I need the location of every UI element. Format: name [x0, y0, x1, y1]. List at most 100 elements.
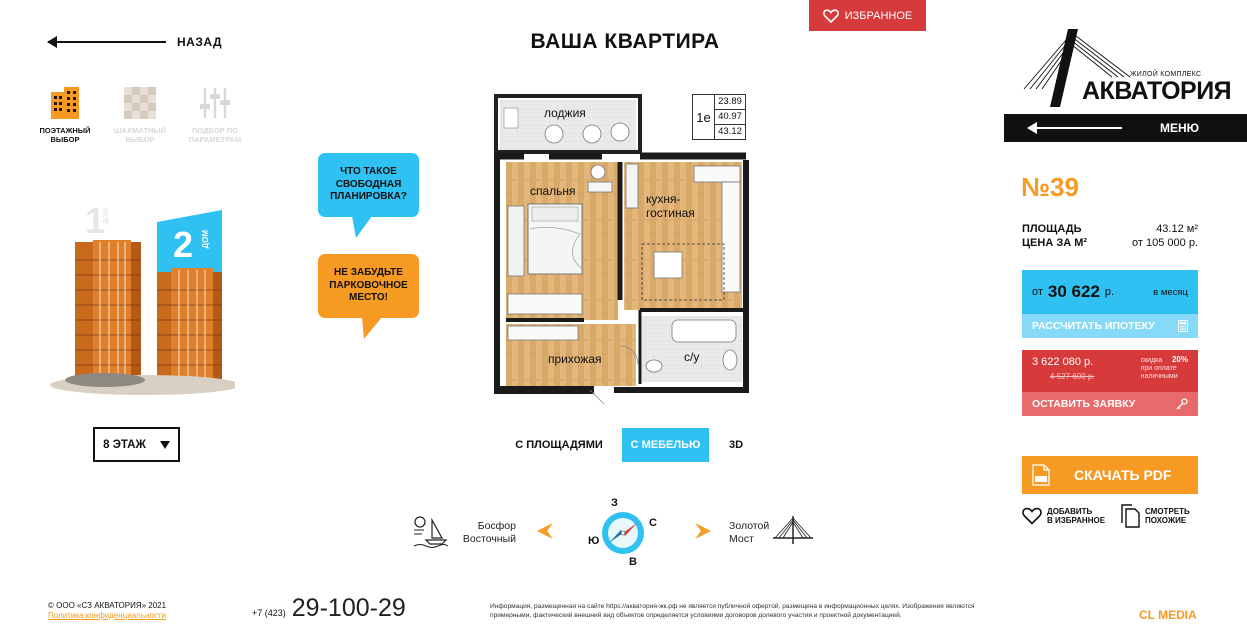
bubble-text: НЕ ЗАБУДЬТЕ ПАРКОВОЧНОЕ МЕСТО!	[329, 267, 408, 304]
request-label: ОСТАВИТЬ ЗАЯВКУ	[1032, 398, 1136, 410]
floor-plan: 1е 23.89 40.97 43.12 лоджия спальня кухн…	[492, 94, 750, 406]
house-2-word: ДОМ	[201, 230, 210, 249]
floor-select-value: 8 ЭТАЖ	[103, 438, 146, 451]
room-label-kitchen-line2: гостиная	[646, 206, 695, 220]
tab-3d[interactable]: 3D	[728, 439, 744, 451]
agency-credit[interactable]: CL MEDIA	[1139, 608, 1197, 622]
building-illustration	[50, 210, 240, 395]
mode-chess-select[interactable]: ШАХМАТНЫЙ ВЫБОР	[105, 86, 175, 144]
logo-name: АКВАТОРИЯ	[1082, 77, 1232, 105]
add-to-favorites-action[interactable]: ДОБАВИТЬ В ИЗБРАННОЕ	[1022, 507, 1105, 525]
footer-phone[interactable]: +7 (423) 29-100-29	[252, 594, 406, 623]
arrow-right-orange-icon[interactable]	[694, 522, 712, 540]
add-fav-line2: В ИЗБРАННОЕ	[1047, 516, 1106, 525]
view-right-line1: Золотой	[729, 520, 770, 532]
compass-south: Ю	[588, 535, 600, 547]
tab-with-furniture[interactable]: С МЕБЕЛЬЮ	[622, 428, 709, 462]
bubble-text: ЧТО ТАКОЕ СВОБОДНАЯ ПЛАНИРОВКА?	[330, 166, 407, 203]
logo-subtitle: ЖИЛОЙ КОМПЛЕКС	[1130, 71, 1202, 78]
pdf-label: СКАЧАТЬ PDF	[1074, 467, 1172, 483]
parking-bubble[interactable]: НЕ ЗАБУДЬТЕ ПАРКОВОЧНОЕ МЕСТО!	[318, 254, 419, 318]
discount-note-line1: при оплате	[1140, 365, 1177, 372]
mode-label: ШАХМАТНЫЙ ВЫБОР	[114, 126, 166, 144]
apartment-number: №39	[1021, 172, 1079, 202]
back-link[interactable]: НАЗАД	[47, 33, 223, 51]
price-per-row: ЦЕНА ЗА М² от 105 000 р.	[1022, 237, 1198, 249]
privacy-policy-link[interactable]: Политика конфиденциальности	[48, 611, 167, 620]
view-left-line1: Босфор	[477, 520, 516, 532]
floor-plan-drawing	[492, 94, 749, 405]
mode-label: ПОЭТАЖНЫЙ ВЫБОР	[39, 126, 91, 144]
pdf-file-icon	[1032, 464, 1050, 486]
logo[interactable]: ЖИЛОЙ КОМПЛЕКС АКВАТОРИЯ	[1020, 27, 1232, 112]
compass-icon	[602, 512, 644, 554]
view-left-line2: Восточный	[462, 533, 516, 545]
room-label-loggia: лоджия	[544, 106, 586, 120]
favorites-label: ИЗБРАННОЕ	[844, 9, 913, 22]
price-box: 3 622 080 р. 4 527 600 р. скидка 20% при…	[1022, 350, 1198, 392]
compass-east: В	[629, 556, 637, 568]
view-similar-action[interactable]: СМОТРЕТЬ ПОХОЖИЕ	[1120, 504, 1190, 528]
footer-copyright: © ООО «СЗ АКВАТОРИЯ» 2021 Политика конфи…	[48, 601, 166, 621]
copyright-text: © ООО «СЗ АКВАТОРИЯ» 2021	[48, 601, 167, 610]
bubble-tail	[352, 216, 372, 238]
calculator-icon	[1178, 320, 1188, 332]
view-right-line2: Мост	[729, 533, 754, 545]
area-value: 43.12 м²	[1156, 223, 1198, 235]
similar-line2: ПОХОЖИЕ	[1145, 516, 1187, 525]
copy-documents-icon	[1121, 504, 1140, 528]
sliders-icon	[200, 88, 230, 118]
heart-icon	[822, 8, 839, 23]
room-label-bedroom: спальня	[530, 184, 576, 198]
monthly-payment-box: от 30 622 р. в месяц	[1022, 270, 1198, 314]
house-2-number: 2	[173, 224, 194, 265]
download-pdf-button[interactable]: СКАЧАТЬ PDF	[1022, 456, 1198, 494]
room-label-bathroom: с/у	[684, 350, 700, 364]
tab-with-areas[interactable]: С ПЛОЩАДЯМИ	[515, 439, 603, 451]
favorites-button[interactable]: ИЗБРАННОЕ	[809, 0, 926, 31]
sea-view-icon	[413, 516, 448, 548]
arrow-left-icon	[47, 36, 166, 48]
floor-select[interactable]: 8 ЭТАЖ	[93, 427, 180, 462]
discount-note-line2: наличными	[1140, 373, 1178, 380]
footer-disclaimer: Информация, размещенная на сайте https:/…	[490, 603, 975, 619]
plan-area-full: 43.12	[718, 126, 742, 137]
plan-area-total: 40.97	[715, 110, 745, 125]
room-label-kitchen-line1: кухня-	[646, 192, 681, 206]
arrow-left-icon	[1027, 122, 1122, 134]
room-label-kitchen: кухня- гостиная	[646, 192, 695, 220]
leave-request-button[interactable]: ОСТАВИТЬ ЗАЯВКУ	[1022, 392, 1198, 416]
bridge-icon	[773, 516, 813, 544]
mode-floor-select[interactable]: ПОЭТАЖНЫЙ ВЫБОР	[30, 86, 100, 144]
plan-area-living: 23.89	[715, 95, 745, 110]
building-selector[interactable]: 1 ДОМ 2 ДОМ	[45, 200, 240, 400]
discount-value: 20%	[1171, 355, 1188, 364]
mode-params-select[interactable]: ПОДБОР ПО ПАРАМЕТРАМ	[180, 86, 250, 144]
monthly-currency: р.	[1104, 286, 1115, 298]
mode-label: ПОДБОР ПО ПАРАМЕТРАМ	[188, 126, 242, 144]
add-fav-line1: ДОБАВИТЬ	[1047, 507, 1093, 516]
mortgage-label: РАССЧИТАТЬ ИПОТЕКУ	[1032, 320, 1155, 332]
chessboard-icon	[124, 87, 156, 119]
free-layout-bubble[interactable]: ЧТО ТАКОЕ СВОБОДНАЯ ПЛАНИРОВКА?	[318, 153, 419, 217]
monthly-prefix: от	[1032, 286, 1043, 298]
arrow-left-orange-icon[interactable]	[536, 522, 554, 540]
view-left-text: Босфор Восточный	[460, 520, 516, 546]
old-price-value: 4 527 600 р.	[1050, 372, 1095, 381]
key-icon	[1176, 398, 1188, 410]
calculate-mortgage-button[interactable]: РАССЧИТАТЬ ИПОТЕКУ	[1022, 314, 1198, 338]
room-label-hallway: прихожая	[548, 352, 602, 366]
discount-label: скидка	[1140, 357, 1163, 364]
building-icon	[51, 87, 79, 119]
view-right-text: Золотой Мост	[729, 520, 769, 546]
plan-area-box: 1е 23.89 40.97 43.12	[692, 94, 746, 140]
logo-bridge-mark	[1023, 29, 1131, 107]
house-1-number: 1	[85, 200, 106, 241]
phone-code: +7 (423)	[252, 608, 286, 618]
similar-line1: СМОТРЕТЬ	[1145, 507, 1190, 516]
house-1-word: ДОМ	[103, 208, 110, 225]
back-label: НАЗАД	[177, 35, 223, 49]
menu-button[interactable]: МЕНЮ	[1004, 114, 1247, 142]
area-label: ПЛОЩАДЬ	[1022, 223, 1082, 235]
price-per-label: ЦЕНА ЗА М²	[1022, 237, 1088, 249]
